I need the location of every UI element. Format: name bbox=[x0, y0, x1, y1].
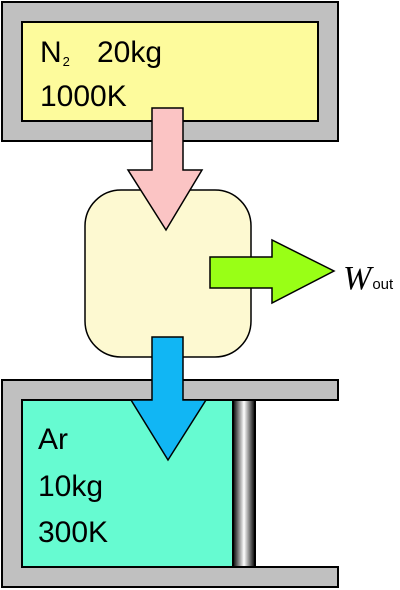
work-output-label: Wout bbox=[343, 260, 394, 297]
top-tank-mass: 20kg bbox=[97, 36, 163, 69]
bottom-tank-temperature: 300K bbox=[38, 516, 109, 549]
work-output-subscript: out bbox=[372, 276, 394, 293]
piston bbox=[232, 399, 256, 568]
top-tank-gas bbox=[21, 21, 319, 122]
bottom-tank-species: Ar bbox=[38, 423, 68, 456]
bottom-tank-gas bbox=[21, 399, 234, 568]
heat-out-arrow bbox=[129, 336, 208, 462]
bottom-tank-mass: 10kg bbox=[38, 470, 104, 503]
top-tank-temperature: 1000K bbox=[40, 80, 127, 113]
top-tank-species: N2 bbox=[40, 36, 70, 69]
top-tank-species-subscript: 2 bbox=[62, 54, 70, 69]
heat-in-arrow bbox=[126, 107, 204, 232]
work-output-arrow bbox=[209, 238, 336, 305]
